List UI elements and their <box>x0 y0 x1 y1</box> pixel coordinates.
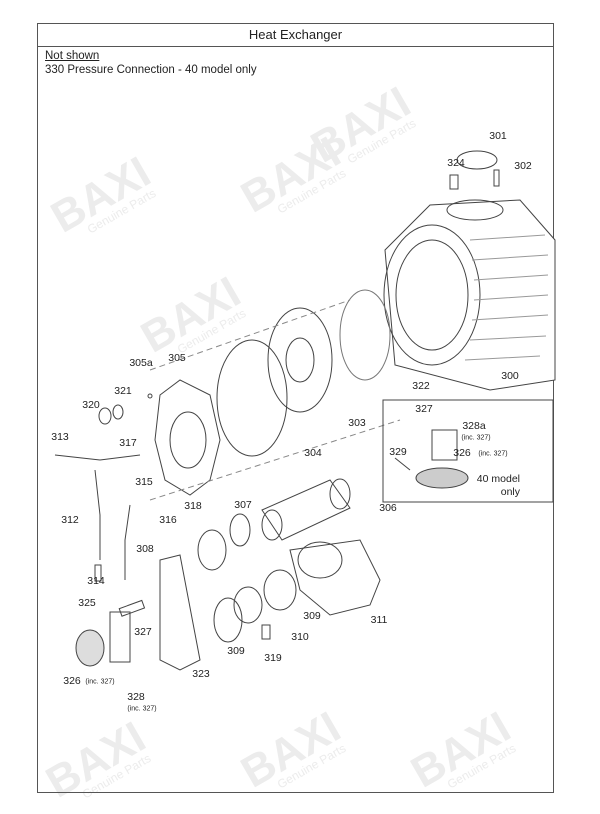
part-label: 325 <box>78 597 96 609</box>
burner-door-305 <box>154 379 221 496</box>
part-label: 309 <box>227 645 245 657</box>
part-label: 321 <box>114 385 132 397</box>
part-label: 312 <box>61 514 79 526</box>
part-label: 303 <box>348 417 366 429</box>
part-label: 316 <box>159 514 177 526</box>
seal-307 <box>229 513 251 547</box>
part-label: 305 <box>168 352 186 364</box>
part-label: 313 <box>51 431 69 443</box>
part-label: 315 <box>135 476 153 488</box>
inset-sublabel: (inc. 327) <box>478 450 508 458</box>
part-label: 322 <box>412 380 430 392</box>
part-302 <box>493 169 500 187</box>
part-label: 305a <box>129 357 153 369</box>
part-label: 319 <box>264 652 282 664</box>
inset-part-label: 327 <box>415 403 433 415</box>
gas-valve-326 <box>75 629 105 667</box>
not-shown-heading: Not shown <box>45 50 100 62</box>
inset-part-label: 329 <box>389 446 407 458</box>
part-label: 307 <box>234 499 252 511</box>
part-label: 324 <box>447 157 465 169</box>
part-label: 306 <box>379 502 397 514</box>
inset-part-label: 328a <box>462 420 486 432</box>
inset-note: 40 model <box>476 473 520 485</box>
part-label: 304 <box>304 447 322 459</box>
venturi-308 <box>159 554 201 671</box>
plate-303 <box>267 307 333 413</box>
part-label: 318 <box>184 500 202 512</box>
inset-sublabel: (inc. 327) <box>461 434 491 442</box>
part-label: 327 <box>134 626 152 638</box>
heat-exchanger-body <box>383 199 556 391</box>
part-324 <box>449 174 459 190</box>
part-label: 320 <box>82 399 100 411</box>
part-label: 323 <box>192 668 210 680</box>
part-label: 311 <box>370 614 388 626</box>
seal-304 <box>216 339 288 457</box>
gasket-322 <box>339 289 391 381</box>
part-label: 301 <box>489 130 507 142</box>
part-label: 302 <box>514 160 532 172</box>
part-label: 300 <box>501 370 519 382</box>
not-shown-note: 330 Pressure Connection - 40 model only <box>45 64 257 76</box>
part-label: 308 <box>136 543 154 555</box>
part-sublabel: (inc. 327) <box>127 705 157 713</box>
part-label: 328 <box>127 691 145 703</box>
part-label: 309 <box>303 610 321 622</box>
fan-311 <box>289 539 381 616</box>
part-label: 314 <box>87 575 105 587</box>
part-label: 317 <box>119 437 137 449</box>
part-sublabel: (inc. 327) <box>85 678 115 686</box>
page-title: Heat Exchanger <box>38 24 553 47</box>
inset-note: only <box>500 486 520 498</box>
inset-part-label: 326 <box>453 447 471 459</box>
gasket-301 <box>456 150 498 170</box>
part-label: 310 <box>291 631 309 643</box>
burner-306 <box>261 478 351 541</box>
part-label: 326 <box>63 675 81 687</box>
inset-box <box>382 399 554 503</box>
